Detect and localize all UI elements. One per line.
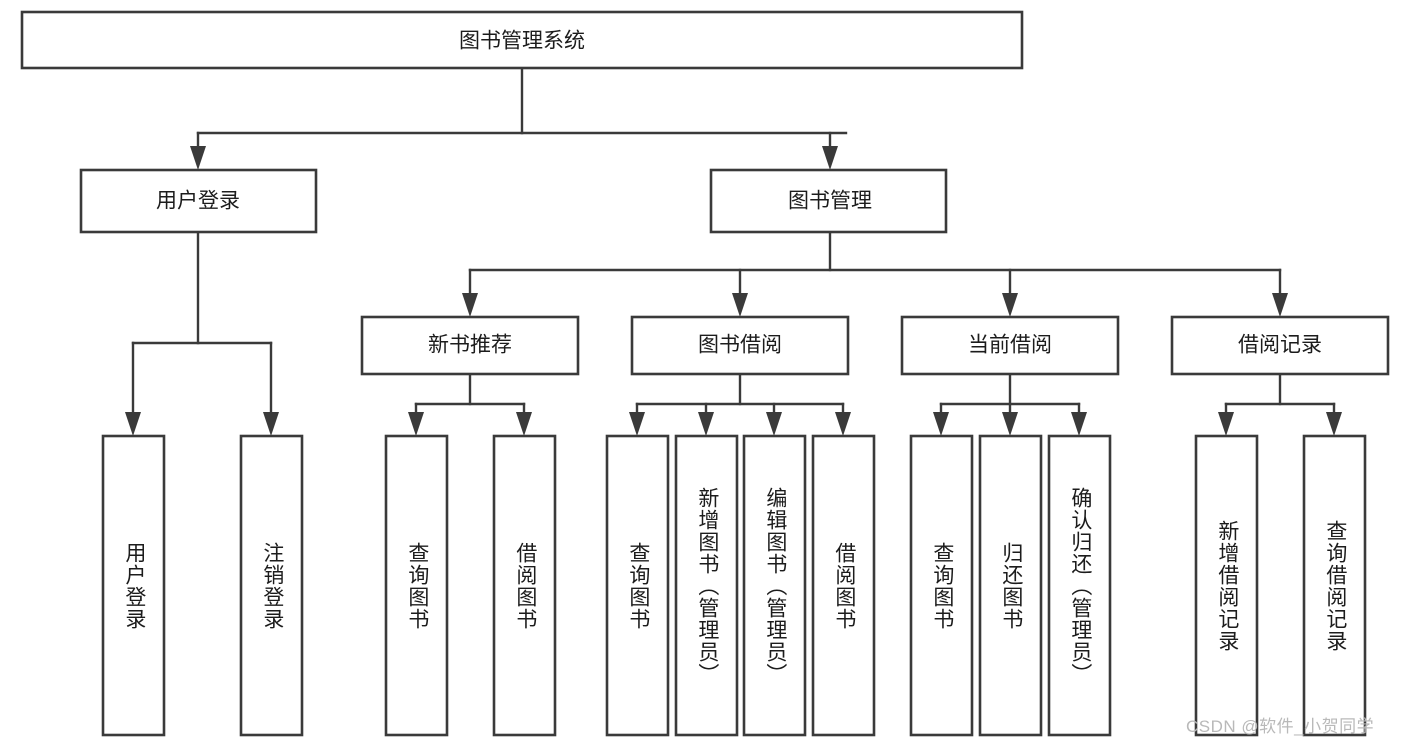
node-borrow-record[interactable] [1170,315,1390,376]
connector-borrowrecord-to-leaves [1218,372,1342,436]
watermark-text: CSDN @软件_小贺同学 [1186,717,1375,736]
leaf-box-user-login[interactable] [101,434,166,737]
leaf-box-bb-query-book[interactable] [605,434,670,737]
leaf-box-bb-edit-book-admin[interactable] [742,434,807,737]
node-new-book-recommend[interactable] [360,315,580,376]
leaf-box-cb-confirm-return-admin[interactable] [1047,434,1112,737]
node-root-label: 图书管理系统 [459,30,585,53]
node-book-borrow-label: 图书借阅 [698,334,782,357]
node-book-management-label: 图书管理 [788,190,872,213]
connector-userlogin-to-leaves [125,230,279,436]
node-book-borrow[interactable] [630,315,850,376]
leaf-box-cb-return-book[interactable] [978,434,1043,737]
node-current-borrow[interactable] [900,315,1120,376]
leaf-box-cb-query-book[interactable] [909,434,974,737]
node-user-login[interactable] [79,168,318,234]
leaf-box-br-query-record[interactable] [1302,434,1367,737]
connector-newbook-to-leaves [408,372,532,436]
node-book-management[interactable] [709,168,948,234]
connector-bookmgmt-to-level3 [462,230,1288,317]
node-new-book-recommend-label: 新书推荐 [428,334,512,357]
leaf-box-br-add-record[interactable] [1194,434,1259,737]
leaf-box-bb-add-book-admin[interactable] [674,434,739,737]
connector-bookborrow-to-leaves [629,372,851,436]
leaf-box-nb-query-book[interactable] [384,434,449,737]
leaf-box-bb-borrow-book[interactable] [811,434,876,737]
leaf-box-user-logout[interactable] [239,434,304,737]
node-root[interactable] [20,10,1024,70]
node-user-login-label: 用户登录 [156,190,240,213]
connector-currentborrow-to-leaves [933,372,1087,436]
leaf-box-nb-borrow-book[interactable] [492,434,557,737]
connector-root-to-level2 [190,66,848,170]
node-borrow-record-label: 借阅记录 [1238,334,1322,357]
node-current-borrow-label: 当前借阅 [968,334,1052,357]
